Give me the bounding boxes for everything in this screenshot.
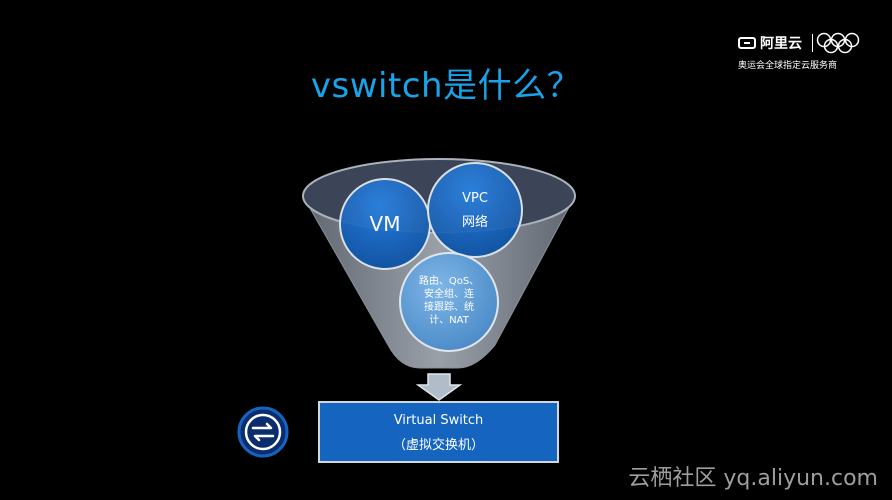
features-circle: [399, 252, 499, 352]
down-arrow-icon: [415, 373, 463, 401]
vpc-label: VPC: [462, 191, 488, 206]
logo-tagline: 奥运会全球指定云服务商: [738, 61, 838, 71]
virtual-switch-label: Virtual Switch: [393, 413, 484, 428]
funnel-rim-overlay: [303, 159, 575, 233]
vpc-circle: [427, 162, 523, 258]
vpc-label-line2: 网络: [462, 214, 488, 230]
features-label-line2: 安全组、连: [424, 287, 474, 300]
olympic-rings-icon: [816, 32, 860, 54]
slide-title: vswitch是什么？: [310, 66, 582, 106]
features-label-line4: 计、NAT: [429, 313, 470, 326]
logo-divider: [812, 34, 813, 52]
aliyun-logo: 阿里云 奥运会全球指定云服务商: [738, 32, 868, 72]
features-label-line3: 接跟踪、统: [424, 300, 474, 313]
vm-label: VM: [370, 212, 401, 236]
aliyun-mark-icon: [738, 37, 756, 49]
logo-brand: 阿里云: [738, 32, 802, 54]
swap-arrows-icon: [237, 406, 289, 458]
features-label-line1: 路由、QoS、: [419, 274, 479, 287]
virtual-switch-subtitle: （虚拟交换机）: [392, 438, 484, 453]
virtual-switch-box: Virtual Switch （虚拟交换机）: [318, 401, 559, 463]
watermark: 云栖社区 yq.aliyun.com: [628, 466, 878, 491]
logo-brand-text: 阿里云: [760, 36, 802, 52]
